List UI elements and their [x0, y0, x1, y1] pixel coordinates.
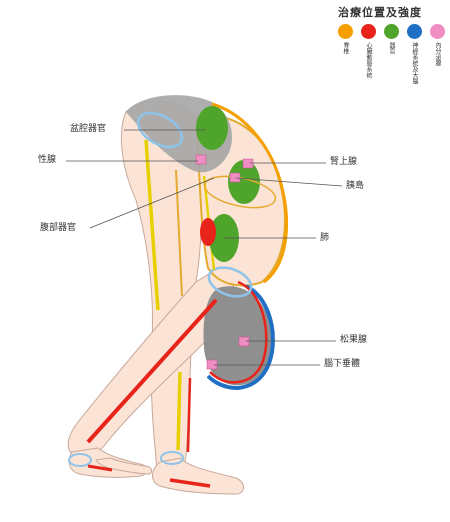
label-pituitary: 腦下垂體 — [324, 359, 361, 369]
legend-dot-nerve — [407, 24, 422, 39]
spine-line-calf — [176, 371, 182, 451]
leader-abdominal — [89, 177, 215, 229]
artery-line-leg — [86, 298, 218, 444]
label-pelvic-organs: 盆腔器官 — [70, 124, 107, 134]
organ-pancreas — [228, 160, 260, 204]
label-abdominal-organs: 腹部器官 — [40, 223, 77, 233]
gland-gonads — [195, 154, 207, 165]
gland-pituitary — [206, 359, 218, 370]
spine-line-torso-inner — [175, 169, 183, 297]
legend-dot-gland — [430, 24, 445, 39]
organ-pelvic — [196, 106, 228, 150]
legend-dot-artery — [361, 24, 376, 39]
label-gonads: 性腺 — [38, 155, 57, 165]
spine-contour — [211, 102, 289, 284]
legend-label-artery: 心臟動脈系統 — [365, 42, 372, 78]
artery-contour — [209, 280, 268, 384]
artery-line-foot-back — [169, 478, 211, 488]
shoulder-ring — [207, 266, 253, 298]
legend-dot-spine — [338, 24, 353, 39]
label-pancreas: 胰島 — [346, 181, 365, 191]
leader-lines — [66, 129, 343, 366]
gland-pancreas — [229, 172, 241, 183]
artery-line-calf — [186, 377, 192, 453]
label-pineal: 松果腺 — [340, 335, 368, 345]
gland-pineal — [238, 336, 250, 347]
nerve-contour — [206, 284, 275, 391]
legend-dot-organ — [384, 24, 399, 39]
label-adrenal: 腎上腺 — [330, 157, 358, 167]
spine-line-thigh — [144, 139, 160, 311]
ankle-ring-front — [68, 453, 92, 467]
legend-label-organ: 器官 — [388, 42, 395, 54]
legend-label-gland: 內分泌腺 — [434, 42, 441, 66]
gland-adrenal — [242, 158, 254, 169]
head — [203, 286, 271, 386]
legend-title: 治療位置及強度 — [338, 6, 422, 19]
artery-line-foot-front — [87, 464, 113, 472]
organ-heart — [200, 218, 216, 246]
legend-label-spine: 脊椎 — [342, 42, 349, 54]
legend-label-nerve: 神經系統及大腦 — [411, 42, 418, 84]
hip-ring — [136, 111, 184, 149]
leader-pancreas — [235, 177, 343, 187]
back-foot — [152, 457, 244, 495]
label-lungs: 肺 — [320, 233, 330, 243]
ankle-ring-back — [160, 451, 184, 465]
